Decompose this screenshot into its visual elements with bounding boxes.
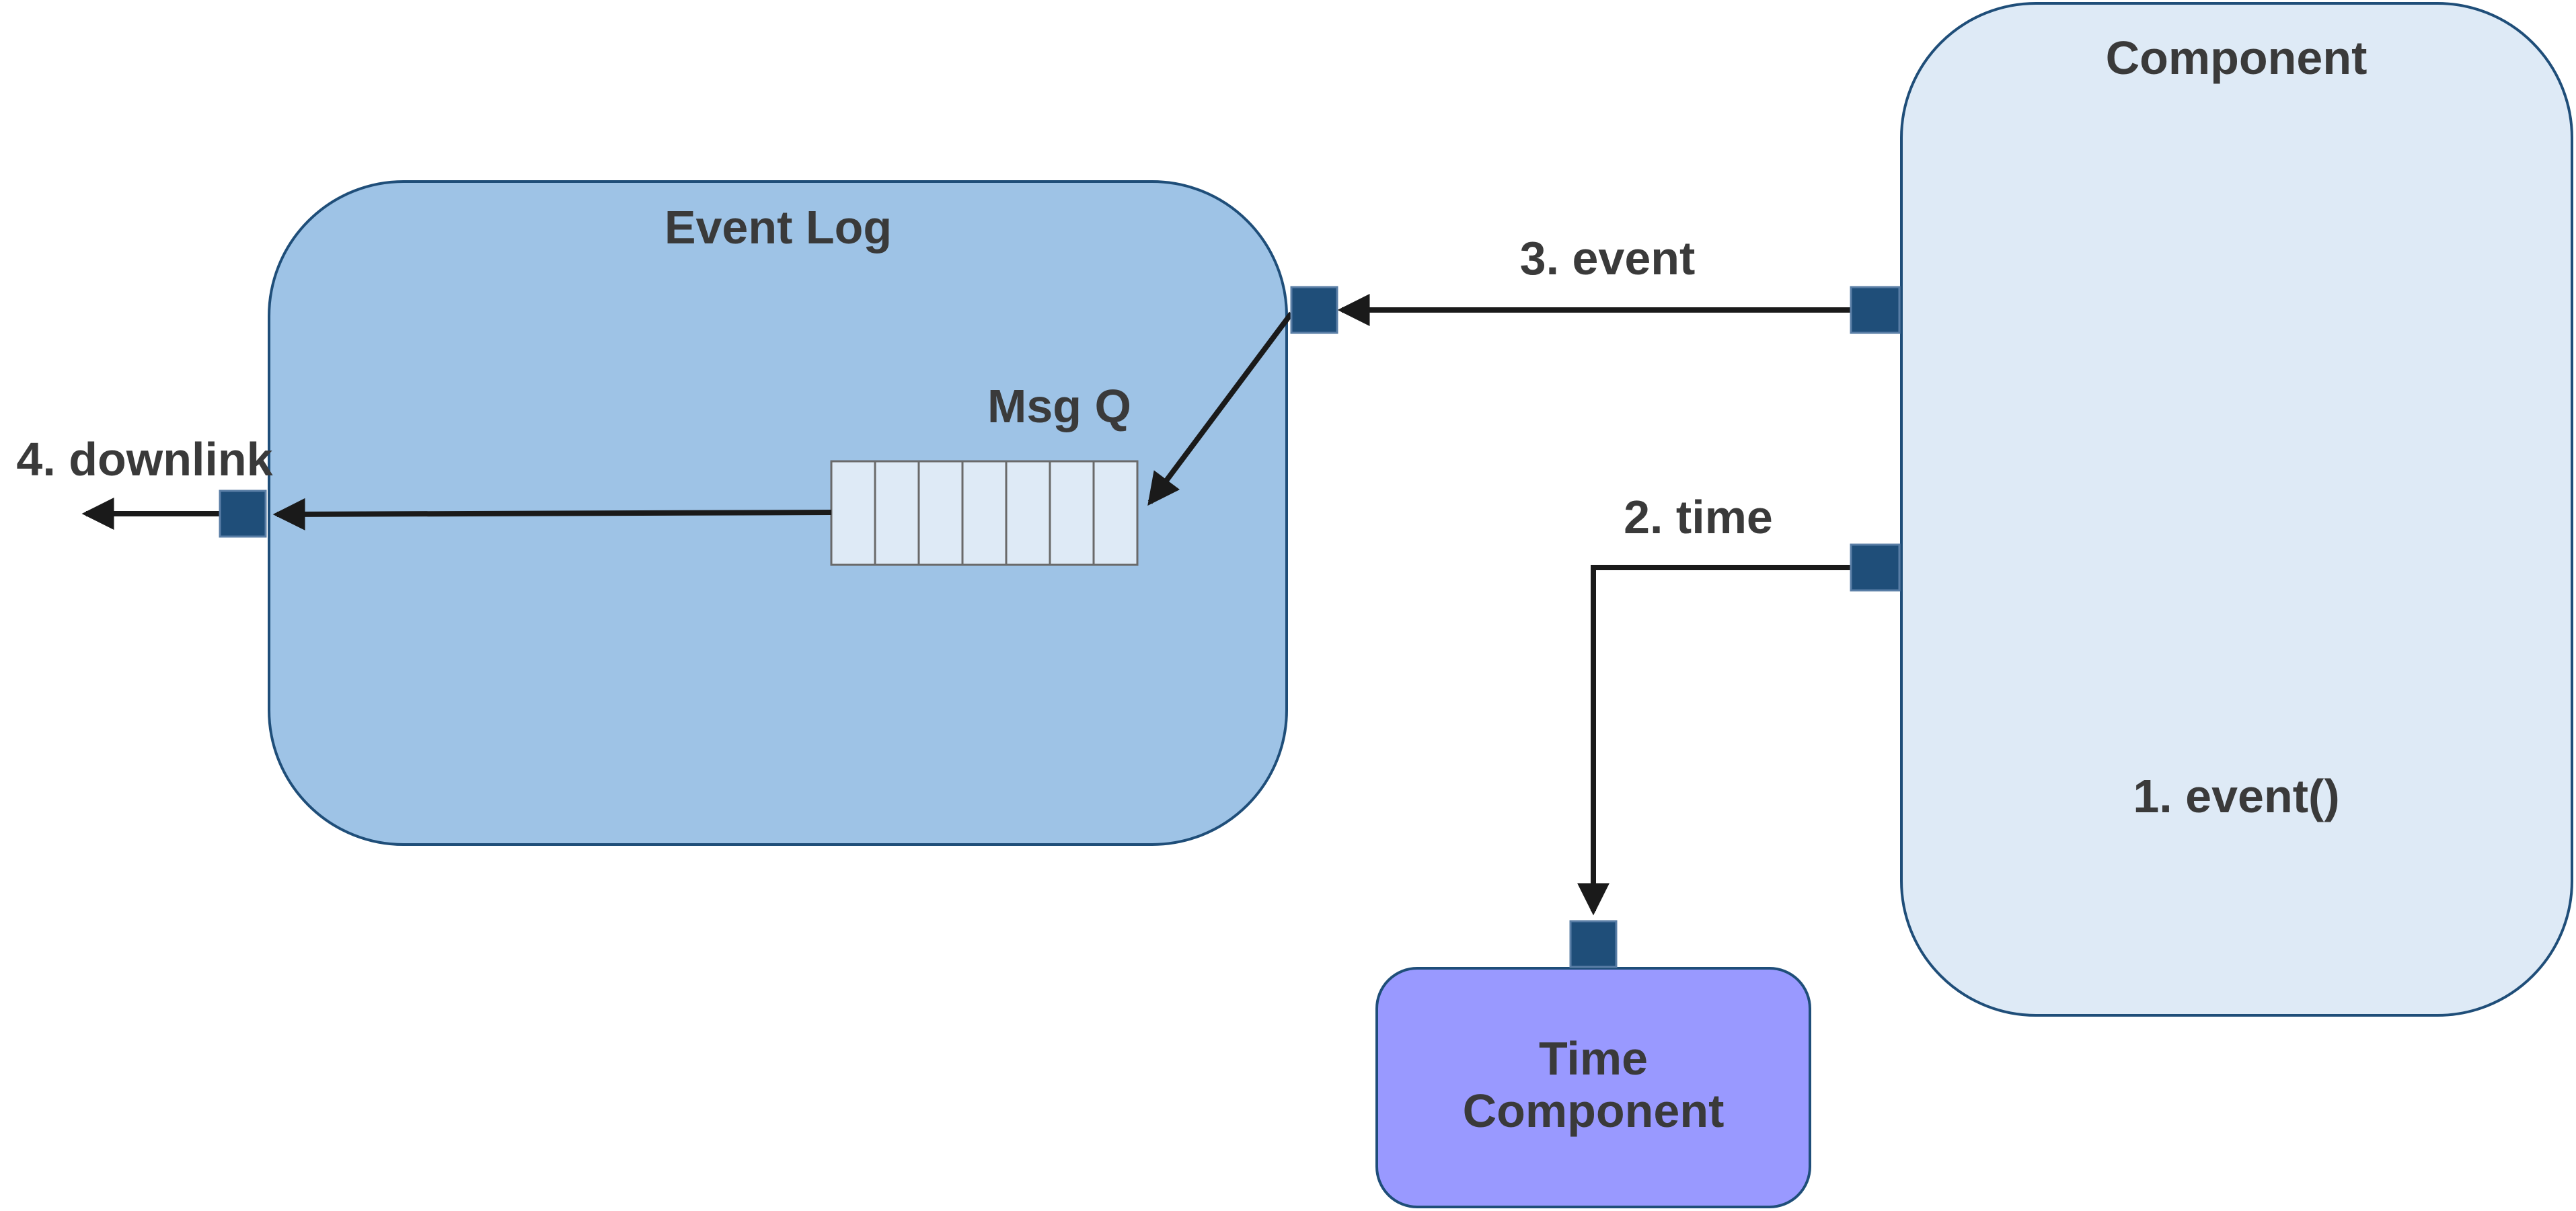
msg-queue-cell	[1092, 460, 1139, 566]
msg-queue-cell	[830, 460, 876, 566]
downlink-connection-label: 4. downlink	[16, 433, 272, 485]
time-component-block[interactable]	[1375, 967, 1811, 1208]
component-event-call-label: 1. event()	[2133, 770, 2339, 822]
component-time-port[interactable]	[1850, 543, 1901, 592]
event-log-title: Event Log	[665, 201, 892, 253]
msg-queue-cell	[1049, 460, 1095, 566]
event-connection-label: 3. event	[1520, 232, 1696, 284]
time-component-title-line2: Component	[1463, 1085, 1725, 1137]
component-event-output-port[interactable]	[1850, 286, 1901, 334]
component-block[interactable]	[1900, 2, 2573, 1017]
msg-queue-cell	[1005, 460, 1051, 566]
time-connection-wire[interactable]	[1577, 565, 1851, 916]
event-log-downlink-port[interactable]	[219, 490, 267, 538]
event-log-to-queue-wire	[1147, 311, 1294, 506]
event-log-event-input-port[interactable]	[1290, 286, 1338, 334]
msg-queue-cell	[961, 460, 1008, 566]
msg-queue-label: Msg Q	[987, 380, 1131, 432]
msg-queue-cell	[874, 460, 920, 566]
time-component-port[interactable]	[1569, 920, 1618, 968]
msg-queue-cell	[917, 460, 964, 566]
time-component-title-line1: Time	[1539, 1032, 1648, 1085]
component-title: Component	[2106, 32, 2367, 84]
time-connection-label: 2. time	[1624, 491, 1773, 543]
queue-to-downlink-wire	[272, 498, 832, 531]
msg-queue	[830, 460, 1139, 566]
